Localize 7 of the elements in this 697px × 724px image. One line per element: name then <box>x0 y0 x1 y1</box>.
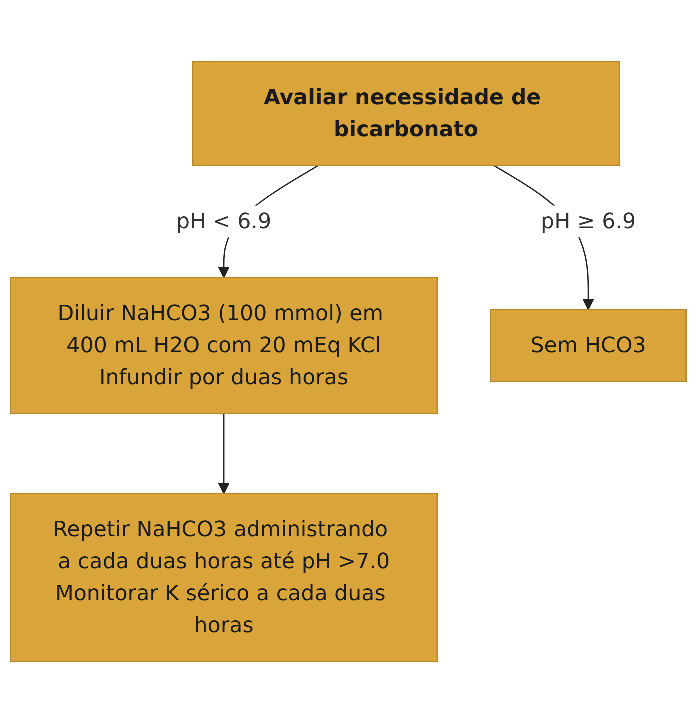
node-box: Repetir NaHCO3 administrando a cada duas horas até pH >7.0 Monitorar K sérico a cada duas horas <box>10 493 438 663</box>
arrow <box>218 414 230 495</box>
node-box: Diluir NaHCO3 (100 mmol) em 400 mL H2O com 20 mEq KCl Infundir por duas horas <box>10 277 438 415</box>
edge-label: pH ≥ 6.9 <box>541 208 636 234</box>
node-box: Avaliar necessidade de bicarbonato <box>192 61 620 167</box>
node-box: Sem HCO3 <box>490 309 687 383</box>
edge-label: pH < 6.9 <box>176 208 272 234</box>
